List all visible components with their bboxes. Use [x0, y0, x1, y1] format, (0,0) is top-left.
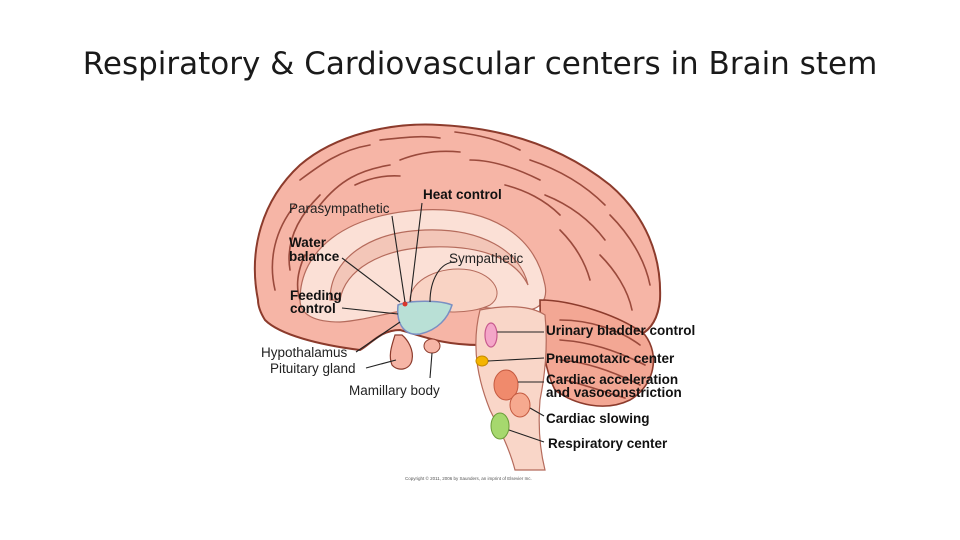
hypothalamus-region — [397, 300, 453, 335]
label-cardiac-slowing: Cardiac slowing — [546, 411, 650, 426]
cortex-gyri — [271, 131, 651, 311]
leader-lines — [341, 202, 545, 443]
label-sympathetic: Sympathetic — [449, 251, 524, 266]
brain-diagram: Heat control Parasympathetic Water balan… — [253, 123, 695, 481]
mamillary-body — [423, 338, 441, 354]
cardiac-slowing-center — [509, 392, 531, 418]
cardiac-acceleration-center — [493, 369, 519, 401]
label-cardiac-acceleration-line2: and vasoconstriction — [546, 385, 682, 400]
slide-title: Respiratory & Cardiovascular centers in … — [82, 46, 878, 82]
urinary-bladder-center — [484, 322, 498, 348]
pituitary-gland — [389, 334, 413, 370]
label-hypothalamus: Hypothalamus — [261, 345, 348, 360]
label-pneumotaxic-center: Pneumotaxic center — [546, 351, 675, 366]
label-urinary-bladder-control: Urinary bladder control — [546, 323, 695, 338]
cerebellum — [539, 299, 655, 407]
label-water-balance-line2: balance — [289, 249, 340, 264]
label-parasympathetic: Parasympathetic — [289, 201, 390, 216]
respiratory-center — [490, 412, 510, 440]
label-heat-control: Heat control — [423, 187, 502, 202]
label-feeding-control-line2: control — [290, 301, 336, 316]
label-pituitary-gland: Pituitary gland — [270, 361, 356, 376]
label-feeding-control-line1: Feeding — [290, 288, 342, 303]
pneumotaxic-center — [475, 355, 489, 367]
label-cardiac-acceleration-line1: Cardiac acceleration — [546, 372, 678, 387]
hypothalamus-marker — [402, 301, 408, 307]
label-water-balance-line1: Water — [289, 235, 327, 250]
corpus-callosum — [329, 229, 529, 301]
copyright-notice: Copyright © 2011, 2006 by Saunders, an i… — [405, 475, 532, 481]
label-respiratory-center: Respiratory center — [548, 436, 668, 451]
cerebellum-folia — [559, 319, 646, 399]
label-mamillary-body: Mamillary body — [349, 383, 440, 398]
